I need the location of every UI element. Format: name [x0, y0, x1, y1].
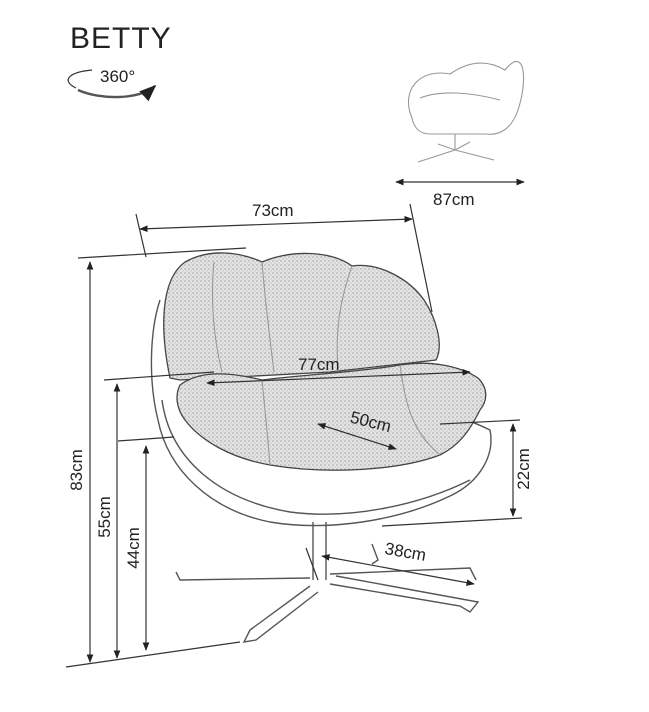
side-view-thumbnail	[407, 61, 525, 163]
rotation-360-label: 360°	[100, 67, 135, 86]
base-radius-label: 38cm	[383, 539, 427, 565]
armrest-to-seat-label: 22cm	[514, 448, 533, 490]
rotation-360-icon: 360°	[67, 67, 157, 102]
base-radius-arrow	[321, 554, 475, 586]
width-label: 73cm	[252, 201, 294, 220]
total-height-label: 83cm	[67, 449, 86, 491]
seat-depth-arrow	[317, 423, 397, 450]
depth-label: 87cm	[433, 190, 475, 209]
width-arrow	[139, 215, 413, 233]
armrest-height-label: 55cm	[95, 496, 114, 538]
product-title: BETTY	[70, 22, 172, 55]
chair-illustration	[150, 252, 492, 643]
seat-width-arrow	[206, 368, 471, 387]
seat-width-label: 77cm	[298, 355, 340, 374]
seat-height-label: 44cm	[124, 527, 143, 569]
